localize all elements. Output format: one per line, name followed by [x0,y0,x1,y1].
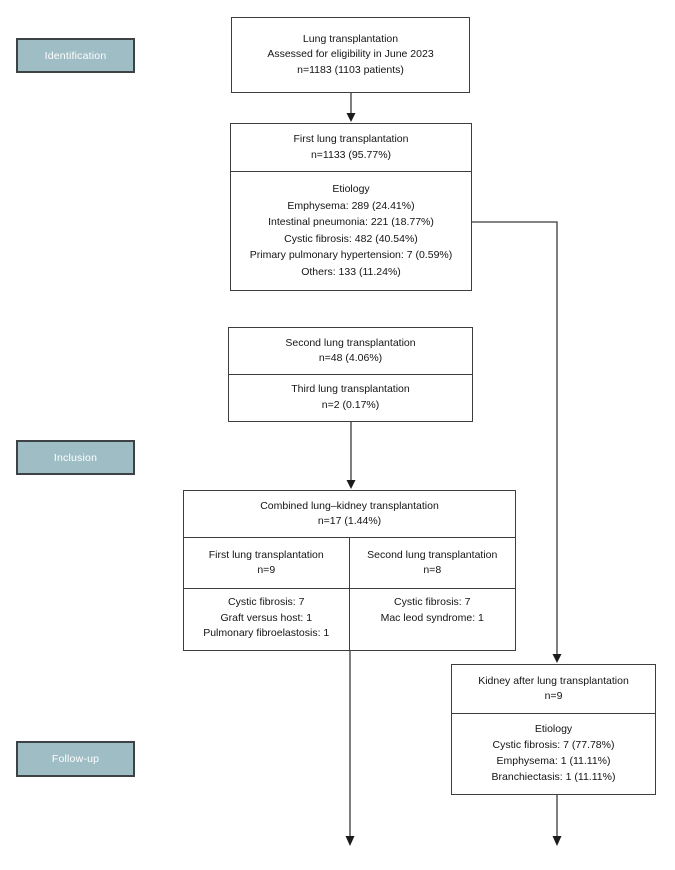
third-transplantation-title: Third lung transplantation [291,383,410,395]
eligibility-line-2: Assessed for eligibility in June 2023 [267,48,434,61]
combined-header: Combined lung–kidney transplantation n=1… [184,491,515,538]
arrow-kidney-down-head [552,836,562,846]
combined-left-items: Cystic fibrosis: 7 Graft versus host: 1 … [184,589,350,650]
eligibility-line-3: n=1183 (1103 patients) [297,63,404,76]
first-transplantation-etiology: Etiology Emphysema: 289 (24.41%) Intesti… [231,171,471,289]
etiology-item: Others: 133 (11.24%) [301,265,401,278]
combined-right-header: Second lung transplantation n=8 [349,538,515,589]
arrow-secondthird-to-combined-head [346,480,356,489]
third-transplantation-section: Third lung transplantation n=2 (0.17%) [229,374,472,420]
kidney-after-lung-box: Kidney after lung transplantation n=9 Et… [451,664,656,795]
stage-label-identification: Identification [16,38,135,73]
combined-left-n: n=9 [257,564,276,576]
stage-label-text: Inclusion [53,451,98,464]
eligibility-line-1: Lung transplantation [302,32,399,45]
etiology-heading: Etiology [332,183,370,195]
connector-first-to-kidney [472,221,558,655]
first-transplantation-n: n=1133 (95.77%) [310,148,392,161]
kidney-etiology: Etiology Cystic fibrosis: 7 (77.78%) Emp… [452,713,655,792]
second-transplantation-section: Second lung transplantation n=48 (4.06%) [229,328,472,374]
combined-right-items: Cystic fibrosis: 7 Mac leod syndrome: 1 [350,589,516,650]
first-transplantation-header: First lung transplantation n=1133 (95.77… [231,124,471,171]
stage-label-text: Identification [44,49,107,62]
etiology-item: Emphysema: 289 (24.41%) [287,199,415,212]
etiology-item: Emphysema: 1 (11.11%) [496,755,611,767]
combined-right-title: Second lung transplantation [367,548,498,561]
eligibility-box: Lung transplantation Assessed for eligib… [231,17,470,93]
combined-n: n=17 (1.44%) [317,515,382,527]
stage-label-inclusion: Inclusion [16,440,135,475]
combined-left-item: Cystic fibrosis: 7 [228,596,305,608]
kidney-title: Kidney after lung transplantation [478,674,629,687]
combined-left-item: Pulmonary fibroelastosis: 1 [203,627,330,639]
etiology-item: Intestinal pneumonia: 221 (18.77%) [268,216,434,228]
arrow-eligibility-to-first-head [346,113,356,122]
first-transplantation-box: First lung transplantation n=1133 (95.77… [230,123,472,291]
etiology-heading: Etiology [534,723,573,735]
combined-lung-kidney-box: Combined lung–kidney transplantation n=1… [183,490,516,651]
combined-left-item: Graft versus host: 1 [220,611,313,624]
etiology-item: Cystic fibrosis: 7 (77.78%) [492,739,615,751]
eligibility-box-content: Lung transplantation Assessed for eligib… [232,18,469,92]
second-transplantation-n: n=48 (4.06%) [318,352,383,364]
etiology-item: Cystic fibrosis: 482 (40.54%) [284,232,418,245]
first-transplantation-title: First lung transplantation [293,133,409,145]
combined-right-item: Cystic fibrosis: 7 [394,596,471,608]
etiology-item: Primary pulmonary hypertension: 7 (0.59%… [249,249,453,261]
arrow-combined-down-head [345,836,355,846]
combined-left-header: First lung transplantation n=9 [184,538,350,589]
combined-right-n: n=8 [423,564,442,576]
kidney-header: Kidney after lung transplantation n=9 [452,665,655,713]
second-third-transplantation-box: Second lung transplantation n=48 (4.06%)… [228,327,473,422]
combined-title: Combined lung–kidney transplantation [260,499,439,512]
combined-right-item: Mac leod syndrome: 1 [380,611,484,624]
third-transplantation-n: n=2 (0.17%) [321,398,380,411]
arrow-first-to-kidney-head [552,654,562,663]
stage-label-text: Follow-up [51,753,100,765]
second-transplantation-title: Second lung transplantation [285,336,416,349]
stage-label-follow-up: Follow-up [16,741,135,777]
kidney-n: n=9 [544,690,563,702]
combined-left-title: First lung transplantation [208,548,324,561]
etiology-item: Branchiectasis: 1 (11.11%) [491,771,616,783]
